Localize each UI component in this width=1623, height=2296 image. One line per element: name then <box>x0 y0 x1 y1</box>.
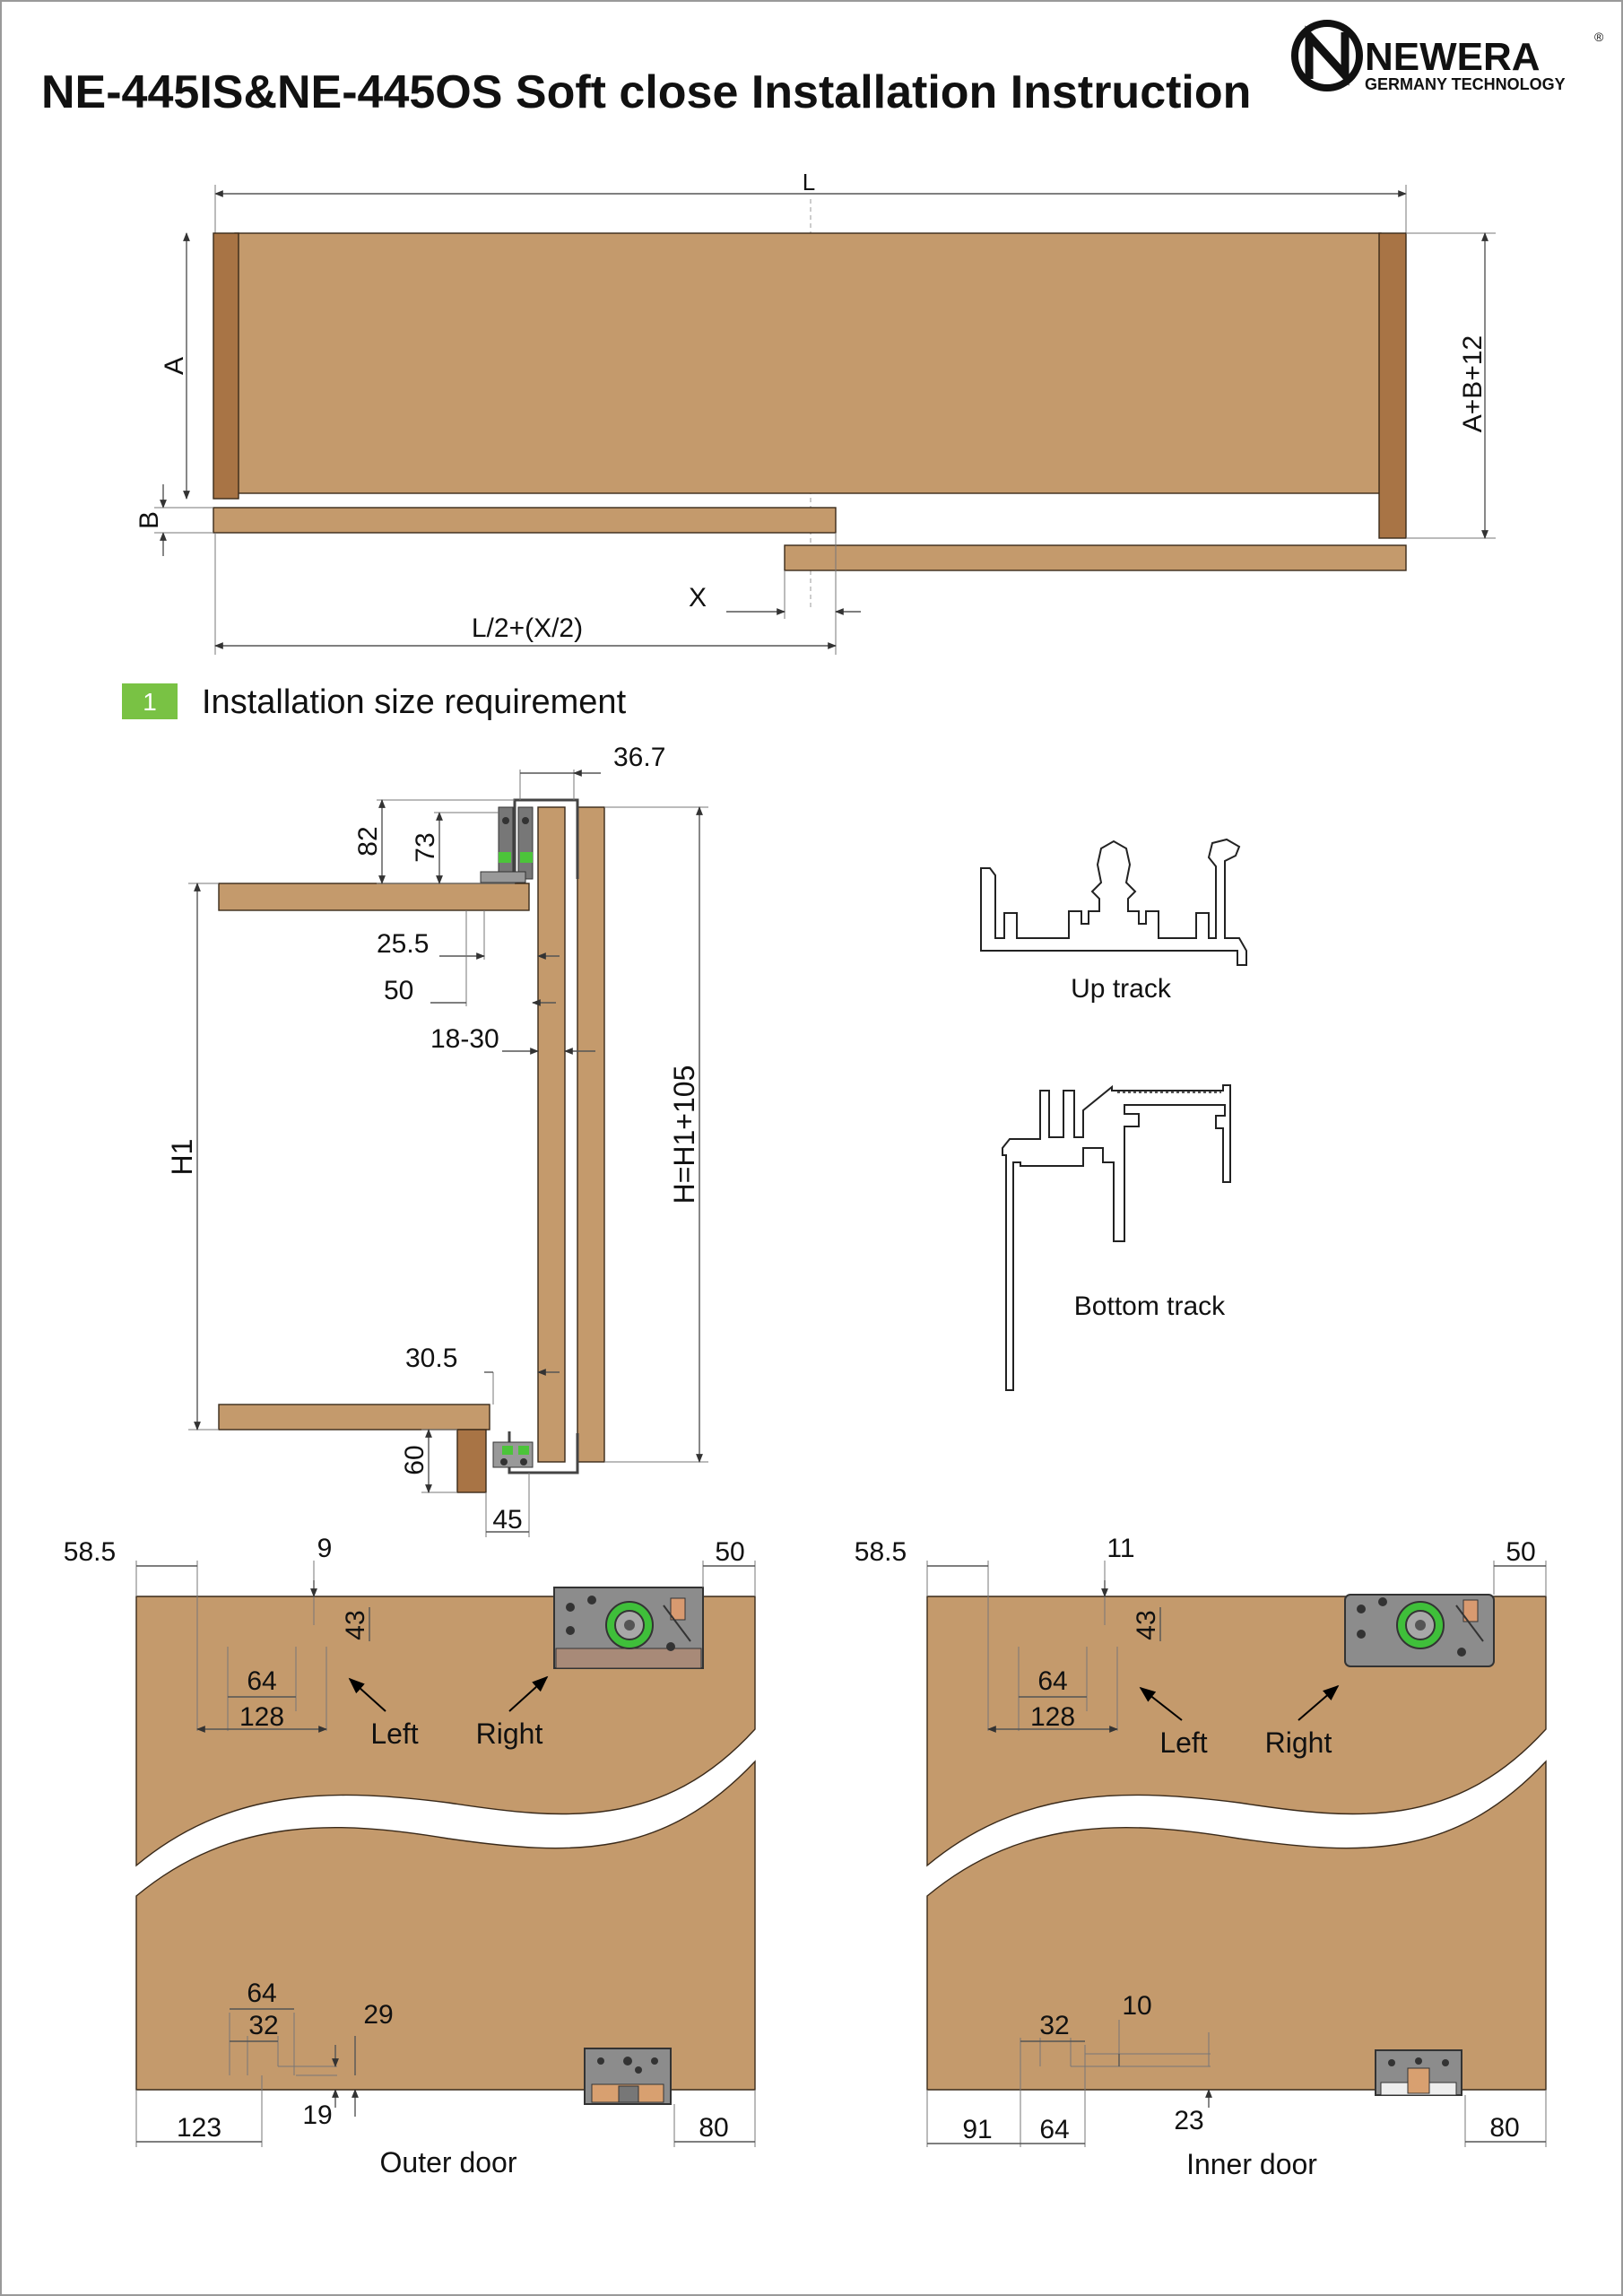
newera-logo: NEWERA ® GERMANY TECHNOLOGY <box>1291 20 1604 93</box>
bottom-plinth <box>456 1429 487 1493</box>
logo-n-icon <box>1305 25 1350 86</box>
up-track-label: Up track <box>1071 974 1172 1004</box>
outer-door-plan <box>213 507 837 534</box>
inner-dim-64: 64 <box>1037 1666 1067 1696</box>
dim-X-label: X <box>689 583 707 613</box>
logo-registered: ® <box>1594 30 1604 44</box>
cabinet-left-side <box>213 232 239 500</box>
inner-dim-91: 91 <box>962 2115 992 2144</box>
inner-dim-11: 11 <box>1107 1534 1134 1563</box>
dim-L-label: L <box>803 169 815 196</box>
outer-dim-29: 29 <box>363 2000 393 2030</box>
bottom-track-shape <box>1002 1084 1231 1391</box>
inner-bottom-32: 32 <box>1039 2011 1069 2040</box>
dim-36-7-label: 36.7 <box>613 743 665 772</box>
page-title: NE-445IS&NE-445OS Soft close Installatio… <box>41 66 1251 118</box>
outer-door-caption: Outer door <box>380 2146 517 2179</box>
bottom-track-profile: Bottom track <box>1002 1084 1231 1391</box>
outer-dim-128: 128 <box>239 1702 284 1732</box>
dim-82-label: 82 <box>353 826 383 856</box>
outer-dim-80: 80 <box>699 2113 728 2143</box>
inner-bottom-64: 64 <box>1039 2115 1069 2144</box>
inner-dim-128: 128 <box>1030 1702 1075 1732</box>
outer-door-section <box>577 806 605 1463</box>
dim-H-label: H=H1+105 <box>668 1065 700 1205</box>
inner-dim-23: 23 <box>1174 2106 1203 2135</box>
step-badge <box>122 683 178 719</box>
outer-door-lower <box>135 1760 756 2091</box>
up-track-profile: Up track <box>980 838 1247 1004</box>
inner-door-plan <box>784 544 1407 571</box>
inner-dim-10: 10 <box>1122 1991 1151 2021</box>
cabinet-body <box>234 232 1382 494</box>
inner-door-diagram: 58.5 11 50 43 64 128 Left Right 32 10 <box>855 1534 1547 2180</box>
bottom-shelf <box>218 1404 490 1431</box>
outer-dim-64: 64 <box>247 1666 276 1696</box>
inner-door-section <box>537 806 566 1463</box>
inner-door-bottom-guide-icon <box>1375 2049 1462 2096</box>
outer-door-diagram: 58.5 9 50 43 64 128 Left Right 64 32 29 <box>64 1534 756 2179</box>
inner-door-lower <box>926 1760 1547 2091</box>
dim-60-label: 60 <box>400 1445 430 1474</box>
dim-H1-label: H1 <box>166 1139 198 1176</box>
dim-18-30-label: 18-30 <box>430 1024 499 1054</box>
logo-brand: NEWERA <box>1365 35 1541 79</box>
outer-bottom-64: 64 <box>247 1979 276 2008</box>
logo-subtitle: GERMANY TECHNOLOGY <box>1365 75 1566 93</box>
outer-dim-50: 50 <box>715 1537 744 1567</box>
dim-45-label: 45 <box>492 1505 522 1535</box>
outer-right-label: Right <box>476 1718 543 1750</box>
outer-door-top-roller-icon <box>553 1587 704 1669</box>
inner-door-caption: Inner door <box>1186 2148 1317 2180</box>
inner-right-label: Right <box>1265 1726 1332 1759</box>
dim-half-label: L/2+(X/2) <box>472 613 583 643</box>
outer-dim-123: 123 <box>177 2113 221 2143</box>
outer-dim-43: 43 <box>341 1610 370 1639</box>
dim-50-label: 50 <box>384 976 413 1005</box>
inner-dim-58-5: 58.5 <box>855 1537 907 1567</box>
step-number: 1 <box>143 688 157 716</box>
bottom-roller-icon <box>492 1441 534 1468</box>
dim-A-label: A <box>160 357 189 375</box>
inner-dim-80: 80 <box>1489 2113 1519 2143</box>
up-track-shape <box>980 838 1247 966</box>
top-roller-icon <box>480 806 534 883</box>
outer-bottom-32: 32 <box>248 2011 278 2040</box>
section-view-diagram: 36.7 82 73 25.5 50 18-30 H1 H=H1+105 30.… <box>166 743 708 1537</box>
outer-door-bottom-guide-icon <box>584 2048 672 2105</box>
inner-dim-43: 43 <box>1132 1610 1161 1639</box>
dim-25-5-label: 25.5 <box>377 929 429 959</box>
dim-73-label: 73 <box>411 832 440 862</box>
outer-dim-9: 9 <box>317 1534 333 1563</box>
dim-ABplus12-label: A+B+12 <box>1458 335 1488 432</box>
dim-B-label: B <box>135 511 164 529</box>
outer-left-label: Left <box>370 1718 418 1750</box>
inner-door-top-roller-icon <box>1344 1594 1495 1667</box>
outer-dim-19: 19 <box>302 2100 332 2130</box>
inner-dim-50: 50 <box>1506 1537 1535 1567</box>
cabinet-right-side <box>1378 232 1407 539</box>
inner-left-label: Left <box>1159 1726 1207 1759</box>
up-track-section <box>513 798 579 883</box>
logo-ring-icon <box>1291 20 1363 91</box>
top-shelf <box>218 883 530 911</box>
dim-30-5-label: 30.5 <box>405 1344 457 1373</box>
top-view-diagram: L A B A+B+12 X L/2+(X/2) <box>135 169 1496 655</box>
outer-dim-58-5: 58.5 <box>64 1537 116 1567</box>
step-label: Installation size requirement <box>202 683 627 721</box>
bottom-track-label: Bottom track <box>1074 1292 1226 1321</box>
